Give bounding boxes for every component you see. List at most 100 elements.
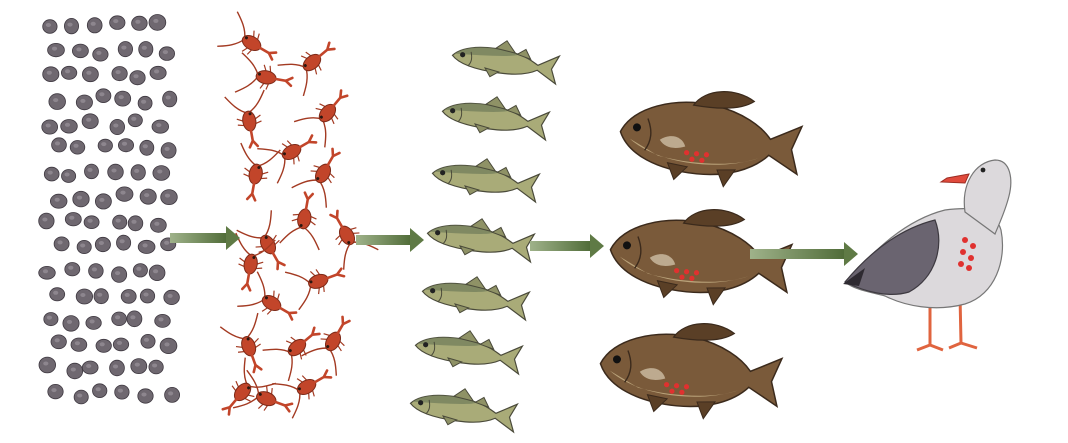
phytoplankton-cell-icon: [130, 71, 145, 85]
copepod-icon: [220, 313, 276, 377]
phytoplankton-cell-icon: [152, 120, 169, 133]
phytoplankton-cell-icon: [43, 67, 59, 82]
small-fish-icon: [408, 382, 518, 434]
phytoplankton-cell-icon: [138, 96, 152, 110]
phytoplankton-cell-icon: [138, 389, 153, 403]
phytoplankton-cell-icon: [110, 119, 125, 134]
copepod-icon: [235, 53, 295, 102]
arrow-icon: [356, 228, 424, 252]
phytoplankton-cell-icon: [139, 42, 153, 58]
phytoplankton-cell-icon: [149, 15, 166, 31]
phytoplankton-cell-icon: [76, 289, 92, 304]
phytoplankton-cell-icon: [82, 361, 98, 374]
copepod-icon: [257, 122, 324, 184]
phytoplankton-cell-icon: [127, 311, 142, 327]
phytoplankton-cell-icon: [133, 264, 147, 277]
phytoplankton-cell-icon: [70, 141, 85, 155]
phytoplankton-cell-icon: [94, 289, 108, 304]
phytoplankton-cell-icon: [128, 114, 142, 127]
copepod-icon: [280, 190, 329, 250]
phytoplankton-cell-icon: [65, 263, 80, 276]
phytoplankton-cell-icon: [161, 143, 176, 159]
copepod-icon: [294, 80, 359, 147]
phytoplankton-cell-icon: [42, 120, 58, 134]
large-fish-icon: [616, 81, 805, 194]
phytoplankton-cell-icon: [74, 390, 88, 404]
small-fish-icon: [430, 152, 540, 204]
phytoplankton-cell-icon: [61, 120, 78, 134]
phytoplankton-cell-icon: [153, 166, 170, 181]
phytoplankton-cell-icon: [89, 264, 104, 279]
phytoplankton-cell-icon: [65, 213, 81, 226]
small-fish-group: [408, 34, 560, 434]
phytoplankton-cell-icon: [39, 266, 56, 279]
phytoplankton-cell-icon: [67, 363, 83, 379]
small-fish-icon: [425, 212, 535, 264]
phytoplankton-cell-icon: [52, 138, 67, 152]
phytoplankton-cell-icon: [112, 67, 127, 81]
phytoplankton-cell-icon: [112, 267, 127, 283]
phytoplankton-cell-icon: [95, 194, 111, 209]
copepod-icon: [272, 357, 339, 419]
phytoplankton-cell-icon: [87, 18, 102, 33]
phytoplankton-cell-icon: [112, 312, 127, 326]
phytoplankton-cell-icon: [77, 240, 91, 253]
phytoplankton-cell-icon: [159, 47, 174, 61]
phytoplankton-cell-icon: [149, 265, 165, 281]
seagull-icon: [843, 160, 1011, 350]
phytoplankton-cell-icon: [44, 167, 59, 181]
phytoplankton-cell-icon: [141, 334, 155, 348]
arrow-icon: [530, 234, 604, 258]
phytoplankton-cell-icon: [116, 187, 133, 201]
phytoplankton-cell-icon: [96, 339, 111, 352]
phytoplankton-cell-icon: [82, 67, 98, 82]
phytoplankton-cell-icon: [131, 165, 145, 180]
phytoplankton-cell-icon: [39, 357, 56, 373]
small-fish-icon: [450, 34, 560, 86]
phytoplankton-cell-icon: [51, 335, 66, 349]
phytoplankton-cell-icon: [50, 194, 67, 208]
copepod-icon: [217, 12, 284, 74]
phytoplankton-cell-icon: [39, 213, 54, 229]
phytoplankton-cell-icon: [95, 237, 110, 251]
phytoplankton-cell-icon: [48, 43, 65, 56]
phytoplankton-cell-icon: [131, 359, 147, 374]
phytoplankton-cell-icon: [140, 140, 154, 155]
copepod-icon: [285, 254, 349, 310]
phytoplankton-cell-icon: [149, 360, 163, 374]
phytoplankton-cell-icon: [110, 360, 125, 376]
phytoplankton-cell-icon: [54, 237, 69, 251]
phytoplankton-cell-icon: [161, 190, 178, 205]
phytoplankton-cell-icon: [113, 338, 128, 351]
large-fish-icon: [596, 313, 785, 426]
phytoplankton-cell-icon: [118, 139, 133, 152]
phytoplankton-cell-icon: [64, 18, 78, 33]
phytoplankton-cell-icon: [93, 48, 108, 61]
copepod-icon: [302, 309, 364, 376]
phytoplankton-cell-icon: [132, 16, 148, 30]
copepod-icon: [278, 31, 345, 96]
phytoplankton-cell-icon: [48, 384, 63, 398]
phytoplankton-cell-icon: [163, 91, 177, 107]
phytoplankton-cell-icon: [50, 288, 65, 301]
copepod-icon: [211, 358, 276, 425]
phytoplankton-cell-icon: [108, 164, 124, 180]
phytoplankton-cell-icon: [49, 94, 66, 110]
phytoplankton-cell-icon: [140, 289, 154, 303]
small-fish-icon: [440, 90, 550, 142]
copepod-icon: [231, 143, 280, 203]
arrow-icon: [170, 226, 240, 250]
zooplankton-group: [211, 12, 379, 427]
phytoplankton-cell-icon: [72, 44, 88, 58]
phytoplankton-cell-icon: [82, 114, 98, 129]
phytoplankton-cell-icon: [63, 316, 79, 332]
phytoplankton-cell-icon: [115, 385, 129, 399]
phytoplankton-cell-icon: [43, 20, 57, 34]
seagull: [843, 160, 1011, 350]
phytoplankton-cell-icon: [117, 235, 131, 250]
phytoplankton-cell-icon: [73, 191, 89, 207]
phytoplankton-cell-icon: [155, 314, 171, 327]
phytoplankton-cell-icon: [151, 218, 167, 232]
